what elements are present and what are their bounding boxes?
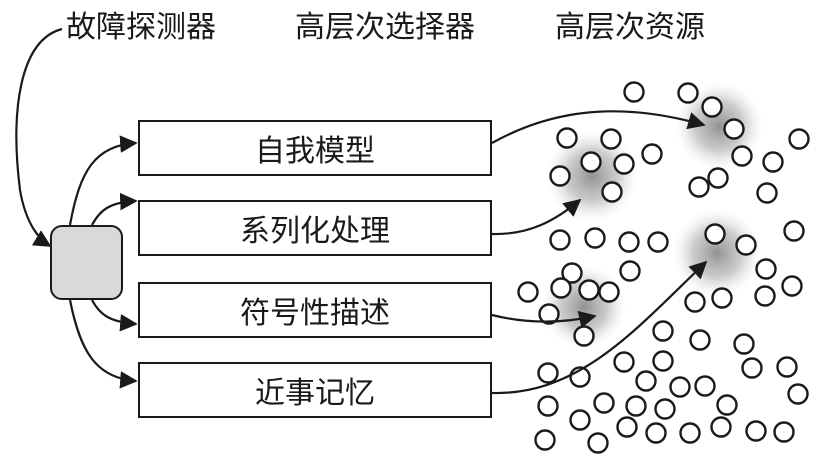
resource-node: [538, 303, 560, 325]
resource-node: [601, 181, 623, 203]
method-box-self-model: 自我模型: [138, 120, 492, 176]
resource-node: [537, 362, 559, 384]
arrow-symbolic-to-resource: [491, 310, 597, 329]
resource-node: [587, 432, 609, 454]
arrow-episodic-to-resource: [491, 260, 708, 395]
resource-node: [578, 279, 600, 301]
resource-node: [613, 351, 635, 373]
arrow-to-serial: [91, 192, 138, 226]
arrow-to-episodic: [68, 299, 138, 389]
resource-node: [573, 325, 595, 347]
resource-node: [619, 260, 641, 282]
resource-node: [756, 182, 778, 204]
resource-node: [569, 409, 591, 431]
method-box-episodic-memory: 近事记忆: [138, 362, 492, 418]
resource-node: [580, 151, 602, 173]
resource-node: [549, 229, 571, 251]
arrow-to-self-model: [68, 135, 138, 226]
resource-node: [593, 392, 615, 414]
header-high-level-resource: 高层次资源: [555, 10, 705, 45]
resource-node: [707, 167, 729, 189]
resource-node: [652, 350, 674, 372]
resource-node: [776, 356, 798, 378]
resource-node: [598, 281, 620, 303]
resource-node: [689, 329, 711, 351]
resource-node: [711, 287, 733, 309]
detector-connectors: [15, 27, 138, 389]
method-box-serial-processing: 系列化处理: [138, 200, 492, 256]
resource-connectors: [491, 110, 708, 395]
resource-node: [645, 422, 667, 444]
resource-node: [517, 281, 539, 303]
resource-node: [669, 376, 691, 398]
resource-node: [556, 127, 578, 149]
header-fault-detector: 故障探测器: [66, 10, 216, 45]
method-box-symbolic-description: 符号性描述: [138, 282, 492, 338]
resource-node: [754, 285, 776, 307]
resource-node: [679, 422, 701, 444]
resource-node: [584, 227, 606, 249]
resource-node: [641, 143, 663, 165]
resource-node: [537, 395, 559, 417]
resource-node: [716, 394, 738, 416]
resource-node: [550, 277, 572, 299]
resource-node: [534, 429, 556, 451]
resource-node: [701, 96, 723, 118]
resource-node: [625, 395, 647, 417]
resource-node: [733, 333, 755, 355]
input-arrow-to-detector: [15, 27, 63, 247]
resource-nodes: [517, 81, 810, 454]
resource-node: [616, 416, 638, 438]
resource-node: [688, 176, 710, 198]
arrow-self-model-to-resource: [491, 110, 706, 144]
resource-node: [684, 291, 706, 313]
fault-detector-block: [50, 225, 123, 300]
resource-node: [773, 421, 795, 443]
resource-node: [613, 153, 635, 175]
resource-node: [723, 118, 745, 140]
resource-node: [704, 223, 726, 245]
resource-node: [677, 82, 699, 104]
resource-node: [635, 370, 657, 392]
resource-node: [762, 151, 784, 173]
resource-node: [781, 275, 803, 297]
resource-node: [694, 375, 716, 397]
resource-node: [654, 398, 676, 420]
resource-node: [623, 81, 645, 103]
resource-node: [783, 220, 805, 242]
header-high-level-selector: 高层次选择器: [295, 10, 475, 45]
resource-node: [549, 165, 571, 187]
resource-node: [652, 320, 674, 342]
arrow-to-symbolic: [91, 299, 138, 332]
arrow-serial-to-resource: [491, 198, 582, 236]
resource-node: [788, 128, 810, 150]
resource-node: [647, 231, 669, 253]
resource-node: [741, 357, 763, 379]
resource-node: [710, 416, 732, 438]
resource-node: [618, 231, 640, 253]
resource-node: [600, 128, 622, 150]
resource-node: [745, 420, 767, 442]
resource-node: [561, 262, 583, 284]
resource-node: [731, 145, 753, 167]
resource-node: [755, 258, 777, 280]
resource-node: [735, 234, 757, 256]
resource-node: [787, 383, 809, 405]
